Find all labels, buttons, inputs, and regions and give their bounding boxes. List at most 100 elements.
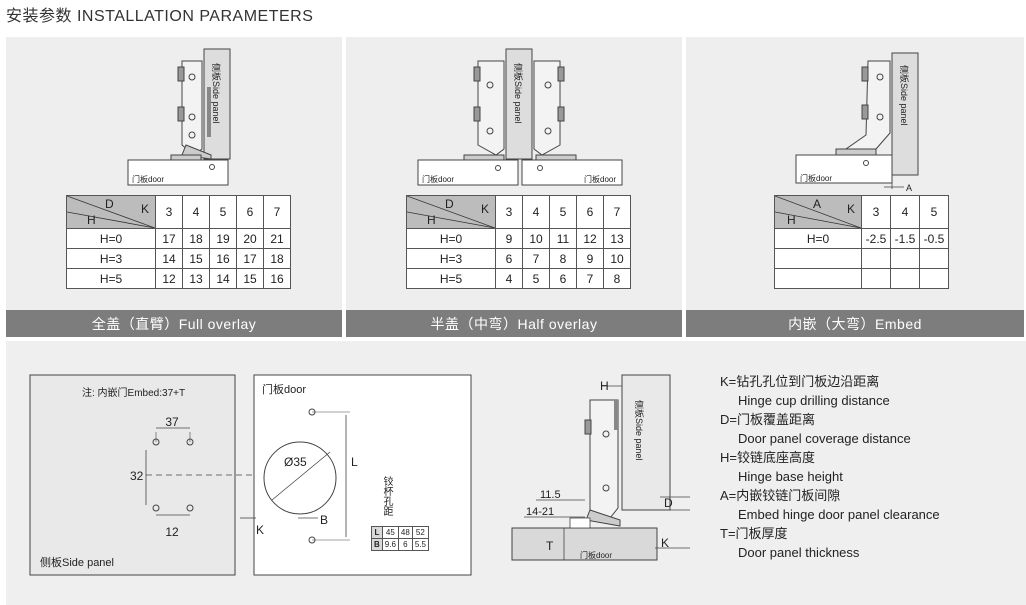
- table-row: B 9.6 6 5.5: [371, 538, 429, 551]
- row-label: H=3: [406, 248, 496, 269]
- table-row: H=3 6 7 8 9 10: [406, 248, 631, 269]
- cell: 6: [549, 268, 577, 289]
- cell: [861, 248, 891, 269]
- table-row: H=0 17 18 19 20 21: [66, 228, 291, 249]
- k-col: 6: [236, 195, 264, 229]
- row-label: H=3: [66, 248, 156, 269]
- full-overlay-hinge-diagram: 侧板Side panel 门板door: [127, 48, 231, 186]
- half-overlay-panel: 侧板Side panel 门板door 门板door D K H 3 4: [346, 37, 682, 310]
- lb-label: B: [371, 538, 383, 551]
- dim-32: 32: [130, 469, 144, 483]
- hdr-k: K: [847, 202, 856, 216]
- cell: -0.5: [919, 228, 949, 249]
- half-door-label-left: 门板door: [422, 174, 454, 184]
- table-row: [774, 248, 949, 269]
- cell: 11: [549, 228, 577, 249]
- legend-d-en: Door panel coverage distance: [738, 431, 911, 446]
- legend-k-en: Hinge cup drilling distance: [738, 393, 890, 408]
- embed-table: A K H 3 4 5 H=0 -2.5 -1.5 -0.5: [774, 195, 949, 289]
- table-corner-header: D K H: [66, 195, 156, 229]
- cell: 16: [263, 268, 291, 289]
- legend-h-cn: H=铰链底座高度: [720, 450, 815, 465]
- full-overlay-table: D K H 3 4 5 6 7 H=0 17 18 19 20 21 H=3 1…: [66, 195, 291, 289]
- cell: 48: [397, 526, 413, 539]
- cell: 9: [576, 248, 604, 269]
- hdr-h: H: [87, 213, 96, 227]
- dim-L: L: [351, 455, 358, 469]
- full-side-panel-label: 侧板Side panel: [211, 63, 222, 124]
- dim-K-section: K: [661, 536, 669, 550]
- row-label: H=0: [774, 228, 862, 249]
- dim-B: B: [320, 513, 328, 527]
- k-col: 5: [919, 195, 949, 229]
- cell: 17: [155, 228, 183, 249]
- section-door-label: 门板door: [580, 550, 612, 560]
- cell: 20: [236, 228, 264, 249]
- parameter-legend: K=钻孔孔位到门板边沿距离 Hinge cup drilling distanc…: [720, 372, 940, 562]
- hdr-d: D: [445, 197, 454, 211]
- cell: [890, 268, 920, 289]
- cell: 21: [263, 228, 291, 249]
- section-side-label: 侧板Side panel: [634, 400, 645, 461]
- dim-K-drilling: K: [256, 523, 264, 537]
- cell: 6: [495, 248, 523, 269]
- table-row: H=0 9 10 11 12 13: [406, 228, 631, 249]
- drilling-door-panel: 门板door: [262, 382, 306, 396]
- legend-h-en: Hinge base height: [738, 469, 843, 484]
- half-overlay-table: D K H 3 4 5 6 7 H=0 9 10 11 12 13 H=3 6 …: [406, 195, 631, 289]
- cell: -2.5: [861, 228, 891, 249]
- k-col: 3: [155, 195, 183, 229]
- cell: 5.5: [411, 538, 429, 551]
- k-col: 7: [603, 195, 631, 229]
- cell: 15: [182, 248, 210, 269]
- legend-d-cn: D=门板覆盖距离: [720, 412, 815, 427]
- cell: 15: [236, 268, 264, 289]
- half-side-panel-label: 侧板Side panel: [513, 63, 524, 124]
- l-b-table: L 45 48 52 B 9.6 6 5.5: [371, 526, 429, 551]
- hdr-d: D: [105, 197, 114, 211]
- dim-T: T: [546, 539, 554, 553]
- table-row: H=5 4 5 6 7 8: [406, 268, 631, 289]
- row-label: H=5: [66, 268, 156, 289]
- cell: 7: [576, 268, 604, 289]
- hdr-k: K: [141, 202, 150, 216]
- row-label: [774, 268, 862, 289]
- table-row: H=0 -2.5 -1.5 -0.5: [774, 228, 949, 249]
- k-col: 5: [209, 195, 237, 229]
- legend-a-en: Embed hinge door panel clearance: [738, 507, 940, 522]
- cell: 18: [182, 228, 210, 249]
- cell: [890, 248, 920, 269]
- hdr-a: A: [813, 197, 822, 211]
- table-corner-header: D K H: [406, 195, 496, 229]
- hdr-h: H: [787, 213, 796, 227]
- embed-panel: 侧板Side panel 门板door A A K H 3 4 5 H=0 -2…: [686, 37, 1024, 310]
- cell: 8: [549, 248, 577, 269]
- cell: 13: [603, 228, 631, 249]
- lb-label: L: [371, 526, 383, 539]
- k-col: 3: [495, 195, 523, 229]
- half-overlay-caption: 半盖（中弯）Half overlay: [346, 310, 682, 337]
- row-label: H=0: [66, 228, 156, 249]
- cell: 10: [603, 248, 631, 269]
- dim-D: D: [664, 496, 673, 510]
- dim-H: H: [600, 379, 609, 393]
- k-col: 4: [890, 195, 920, 229]
- dim-11-5: 11.5: [540, 489, 561, 501]
- dim-14-21: 14-21: [526, 506, 554, 518]
- legend-a-cn: A=内嵌铰链门板间隙: [720, 488, 841, 503]
- full-overlay-caption: 全盖（直臂）Full overlay: [6, 310, 342, 337]
- cell: 10: [522, 228, 550, 249]
- k-col: 5: [549, 195, 577, 229]
- cell: 4: [495, 268, 523, 289]
- cell: 7: [522, 248, 550, 269]
- embed-door-label: 门板door: [800, 173, 832, 183]
- table-row: L 45 48 52: [371, 526, 429, 539]
- row-label: H=5: [406, 268, 496, 289]
- table-corner-header: A K H: [774, 195, 862, 229]
- cell: 14: [155, 248, 183, 269]
- cell: 5: [522, 268, 550, 289]
- row-label: H=0: [406, 228, 496, 249]
- cell: 19: [209, 228, 237, 249]
- legend-k-cn: K=钻孔孔位到门板边沿距离: [720, 374, 880, 389]
- cell: 6: [397, 538, 413, 551]
